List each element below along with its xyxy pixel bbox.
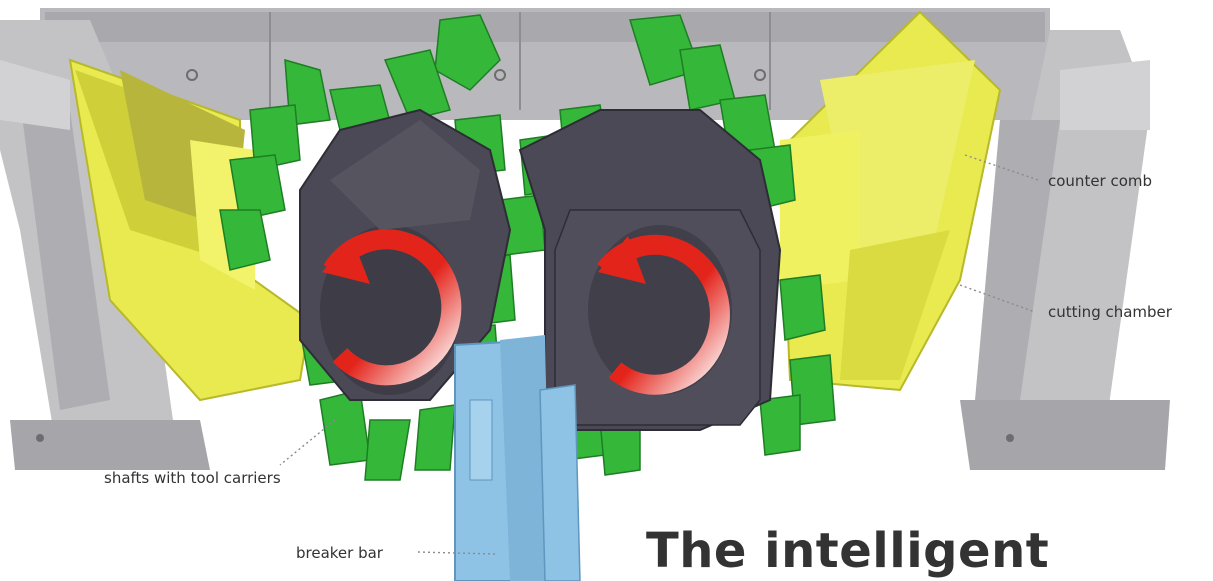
label-breaker-bar: breaker bar <box>296 544 383 562</box>
label-cutting-chamber: cutting chamber <box>1048 303 1172 321</box>
headline: The intelligent <box>646 523 1049 579</box>
label-shafts-with-tool-carriers: shafts with tool carriers <box>104 469 281 487</box>
label-counter-comb: counter comb <box>1048 172 1152 190</box>
